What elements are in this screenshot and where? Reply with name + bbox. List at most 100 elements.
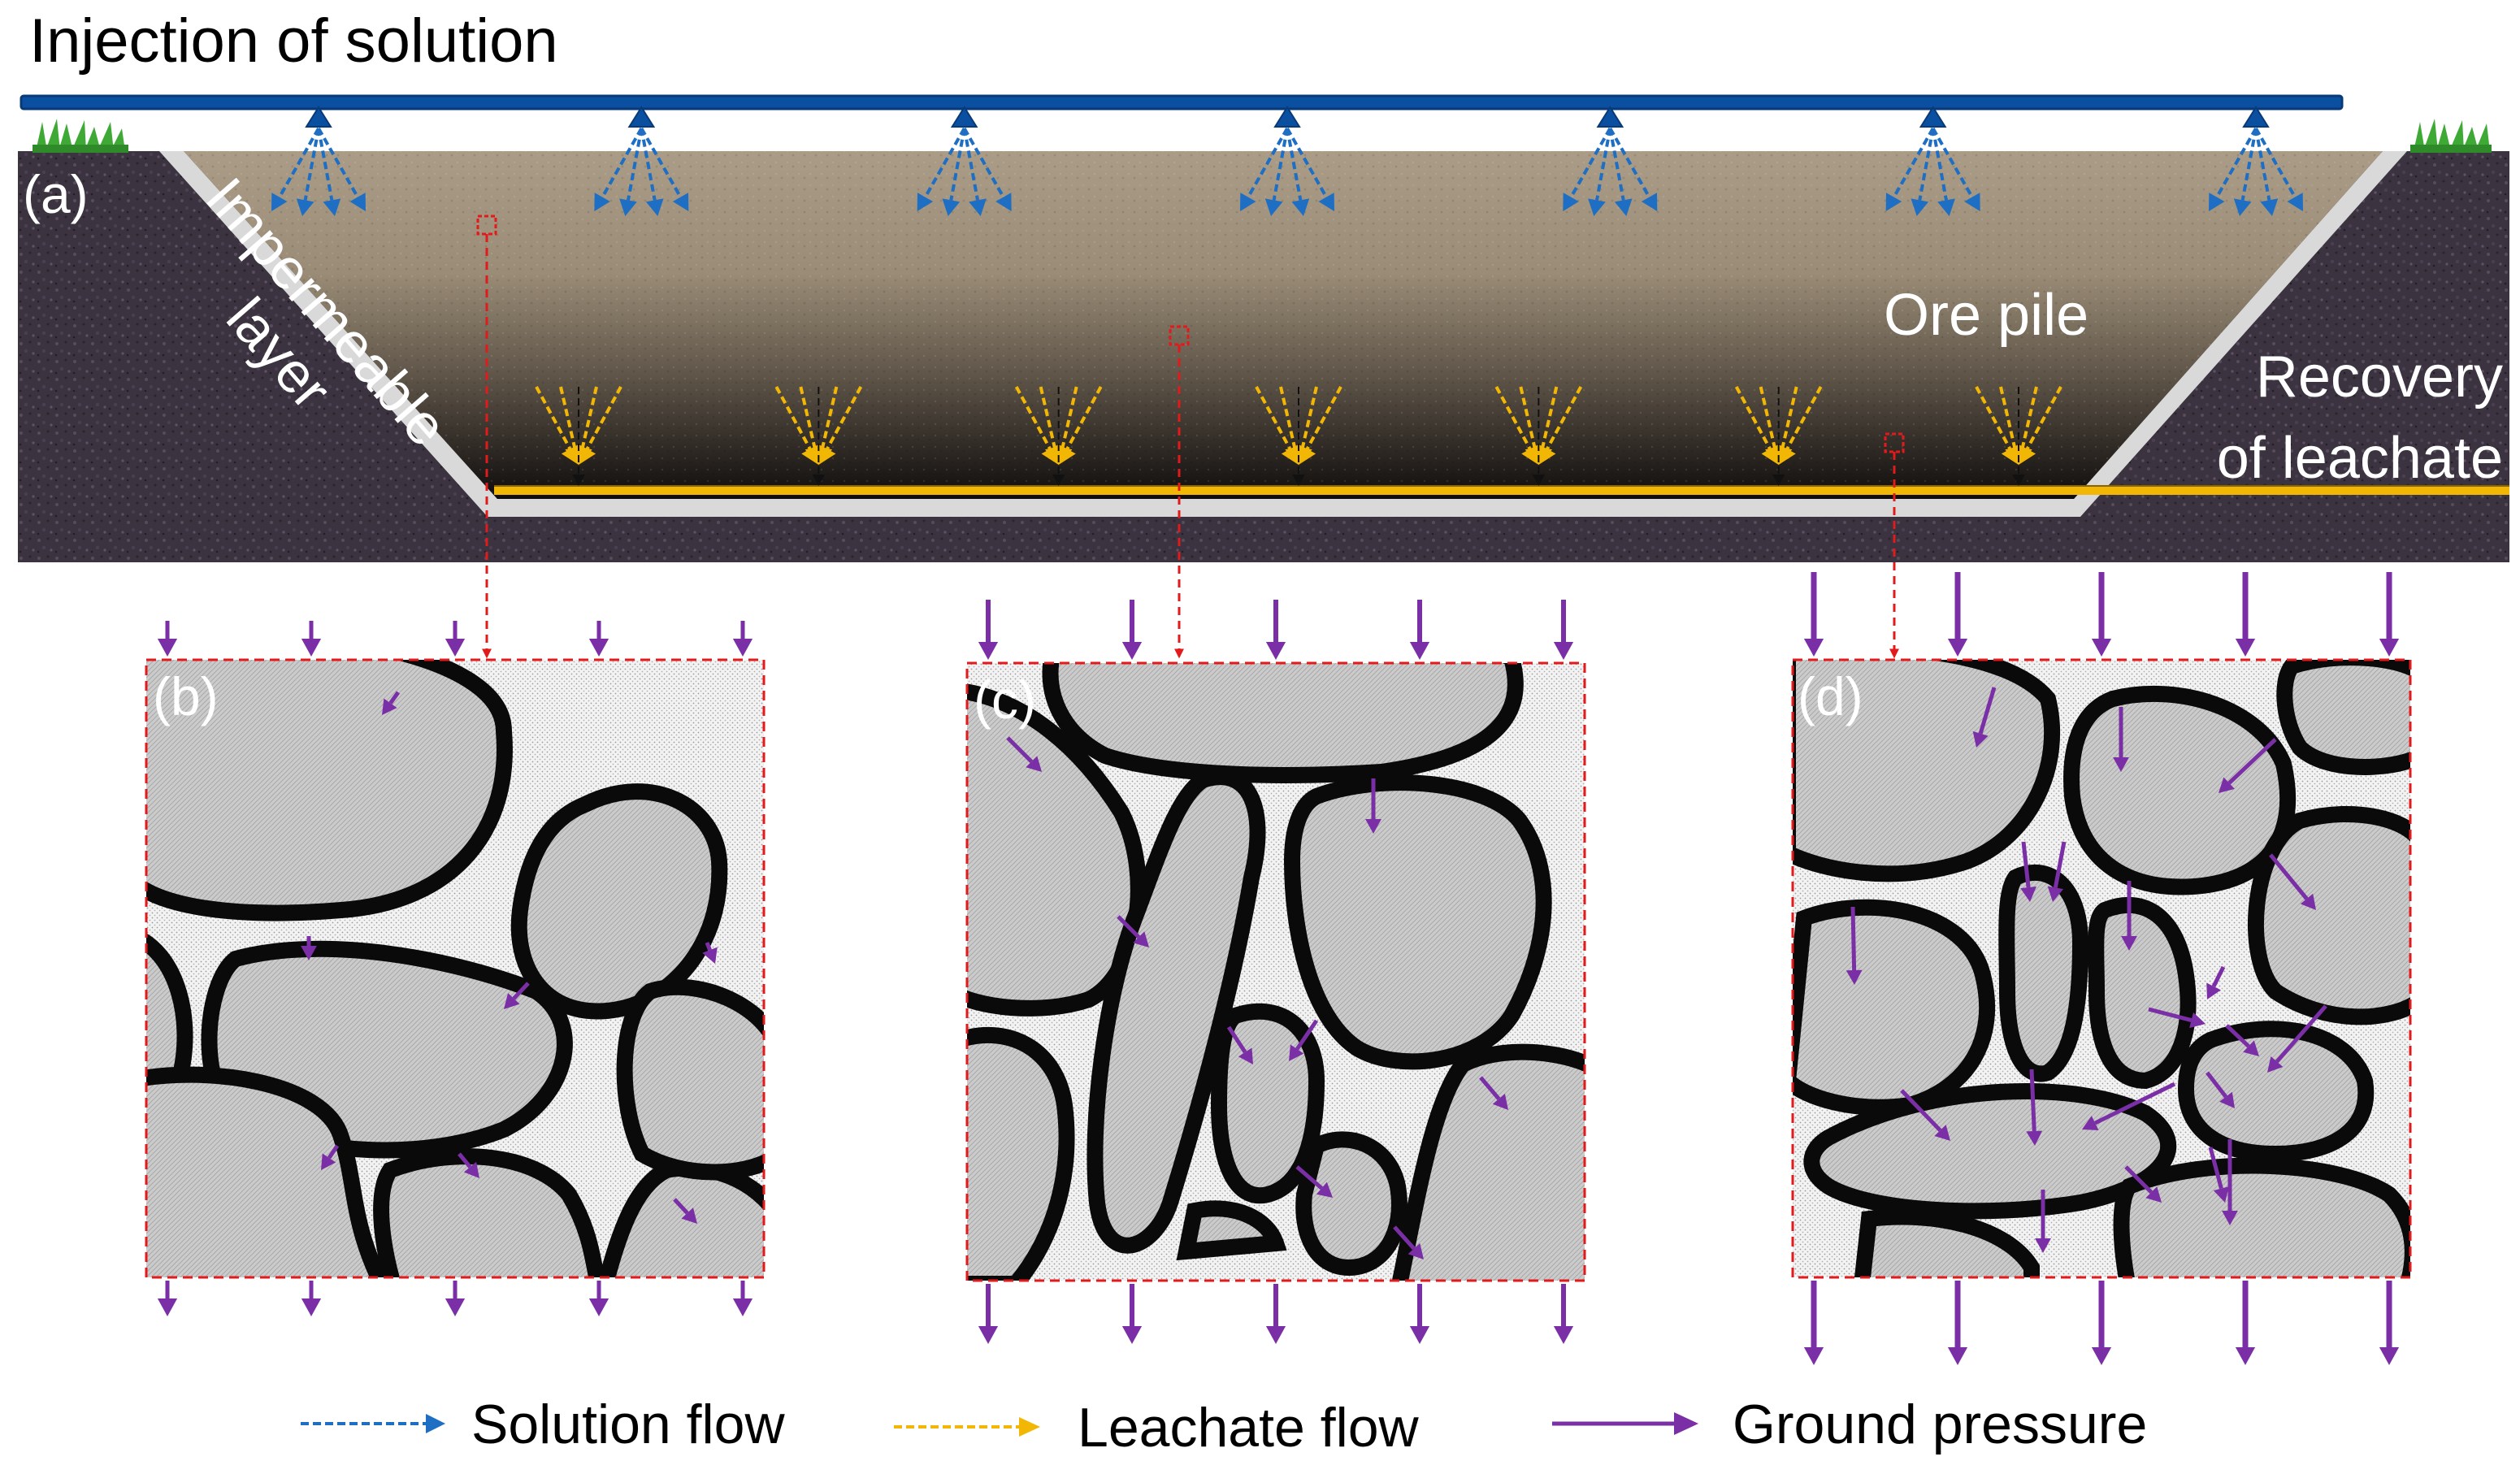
solution-flow-arrow <box>2254 128 2303 211</box>
solution-flow-arrow <box>317 128 341 216</box>
contact-pressure-arrow <box>301 936 317 960</box>
leachate-flow-arrow <box>2018 386 2062 465</box>
ground-pressure-arrow <box>1265 600 1286 660</box>
ground-pressure-arrow <box>2235 1281 2256 1365</box>
ground-pressure-arrow <box>1553 1284 1574 1344</box>
particle <box>373 1148 605 1277</box>
sprinkler-nozzle-icon <box>1885 106 1980 216</box>
solution-flow-arrow <box>1608 128 1658 211</box>
contact-pressure-arrow <box>2148 1007 2206 1029</box>
solution-flow-arrow <box>594 128 644 211</box>
solution-flow-arrow <box>917 128 966 211</box>
ground-pressure-arrow <box>445 621 466 657</box>
solution-flow-arrow <box>962 128 1012 211</box>
solution-flow-arrow <box>1286 128 1310 216</box>
leachate-emitters <box>535 386 2062 486</box>
sprinkler-nozzle-icon <box>1240 106 1334 216</box>
solution-flow-arrow <box>1563 128 1612 211</box>
legend: Solution flow Leachate flow Ground press… <box>301 1394 2147 1459</box>
ground-pressure-arrow <box>1121 1284 1143 1344</box>
contact-pressure-arrow <box>2124 1165 2162 1203</box>
contact-pressure-arrow <box>2113 707 2129 772</box>
contact-pressure-arrow <box>2225 1024 2259 1056</box>
zoom-frame-c <box>965 661 1586 1282</box>
grass-left-icon <box>33 119 128 153</box>
leachate-drain-arrow <box>2012 387 2025 486</box>
contact-pressure-arrow <box>673 1198 697 1224</box>
diagram-title: Injection of solution <box>29 7 558 76</box>
contact-pressure-arrow <box>2082 1082 2176 1130</box>
leachate-flow-group <box>535 386 622 486</box>
contact-pressure-arrow <box>504 982 530 1009</box>
solution-flow-arrow <box>962 128 987 216</box>
contact-pressure-arrow <box>2222 1139 2238 1225</box>
particle <box>510 783 728 1020</box>
ground-pressure-arrow <box>445 1281 466 1316</box>
particle <box>146 660 513 921</box>
legend-leachate-label: Leachate flow <box>1078 1397 1420 1459</box>
particle <box>1793 899 1996 1116</box>
contact-pressure-arrow <box>1117 915 1149 947</box>
contact-pressure-arrow <box>702 942 718 964</box>
leachate-drain-arrow <box>812 387 826 486</box>
sprinkler-nozzle-icon <box>1563 106 1658 216</box>
ground-pressure-arrow <box>732 1281 753 1316</box>
solution-flow-arrow <box>1588 128 1612 216</box>
contact-pressure-arrow <box>1479 1076 1508 1110</box>
legend-solution-label: Solution flow <box>471 1394 785 1455</box>
solution-flow-arrow <box>2209 128 2258 211</box>
solution-flow-arrow <box>619 128 644 216</box>
ground-pressure-arrow <box>2091 1281 2112 1365</box>
panel-c-label: (c) <box>974 670 1036 730</box>
panel-a-cross-section: Injection of solution (a) Ore pile Recov… <box>18 7 2509 659</box>
solution-flow-arrow <box>317 128 366 211</box>
leachate-flow-arrow <box>818 386 863 465</box>
panel-d: (d) <box>1791 658 2412 1279</box>
ground-pressure-arrow <box>1553 600 1574 660</box>
ground-pressure-arrow <box>588 1281 609 1316</box>
contact-pressure-arrow <box>1365 778 1381 834</box>
ground-pressure-arrow <box>1947 572 1968 657</box>
particle <box>2177 1021 2375 1163</box>
contact-pressure-arrow <box>2020 841 2036 902</box>
contact-pressure-arrow <box>2047 841 2067 902</box>
zoom-box-b <box>476 215 497 236</box>
particle <box>1283 774 1552 1070</box>
ground-pressure-arrow <box>1803 1281 1824 1365</box>
panel-c: (c) <box>965 661 1586 1282</box>
solution-flow-arrow <box>1885 128 1935 211</box>
zoom-box-c <box>1169 325 1190 346</box>
leachate-flow-group <box>1494 386 1583 486</box>
panel-b: (b) <box>145 658 766 1279</box>
contact-pressure-arrow <box>2208 1147 2229 1203</box>
particle <box>967 1026 1075 1281</box>
contact-pressure-arrow <box>1295 1165 1333 1198</box>
ground-pressure-arrow <box>978 1284 999 1344</box>
recovery-label-line2: of leachate <box>2217 426 2503 491</box>
solution-flow-arrow <box>1608 128 1633 216</box>
contact-pressure-arrow <box>2026 1069 2043 1146</box>
contact-pressure-arrow <box>2121 881 2137 951</box>
grass-right-icon <box>2410 119 2492 153</box>
sprinkler-nozzle-icon <box>2209 106 2303 216</box>
ground-pressure-arrow <box>301 1281 322 1316</box>
particle <box>2248 805 2410 1025</box>
solution-flow-arrow <box>640 128 664 216</box>
leachate-drain-arrow <box>572 387 585 486</box>
ground-pressure-arrow <box>588 621 609 657</box>
solution-flow-arrow <box>1911 128 1935 216</box>
contact-pressure-arrow <box>2267 1004 2327 1073</box>
recovery-label-line1: Recovery <box>2256 345 2503 410</box>
ground-pressure-arrow <box>157 621 178 657</box>
ground-pressure-arrow <box>2091 572 2112 657</box>
contact-pressure-arrow <box>1393 1225 1424 1259</box>
zoom-frame-b <box>145 658 766 1279</box>
solution-flow-arrow <box>296 128 320 216</box>
ground-pressure-arrow <box>2379 1281 2400 1365</box>
ground-pressure-arrow <box>2379 572 2400 657</box>
leachate-flow-group <box>1734 386 1823 486</box>
panel-d-label: (d) <box>1798 666 1863 726</box>
solution-flow-arrow <box>271 128 320 211</box>
leachate-flow-arrow <box>1058 386 1103 465</box>
contact-pressure-arrow <box>321 1144 340 1170</box>
